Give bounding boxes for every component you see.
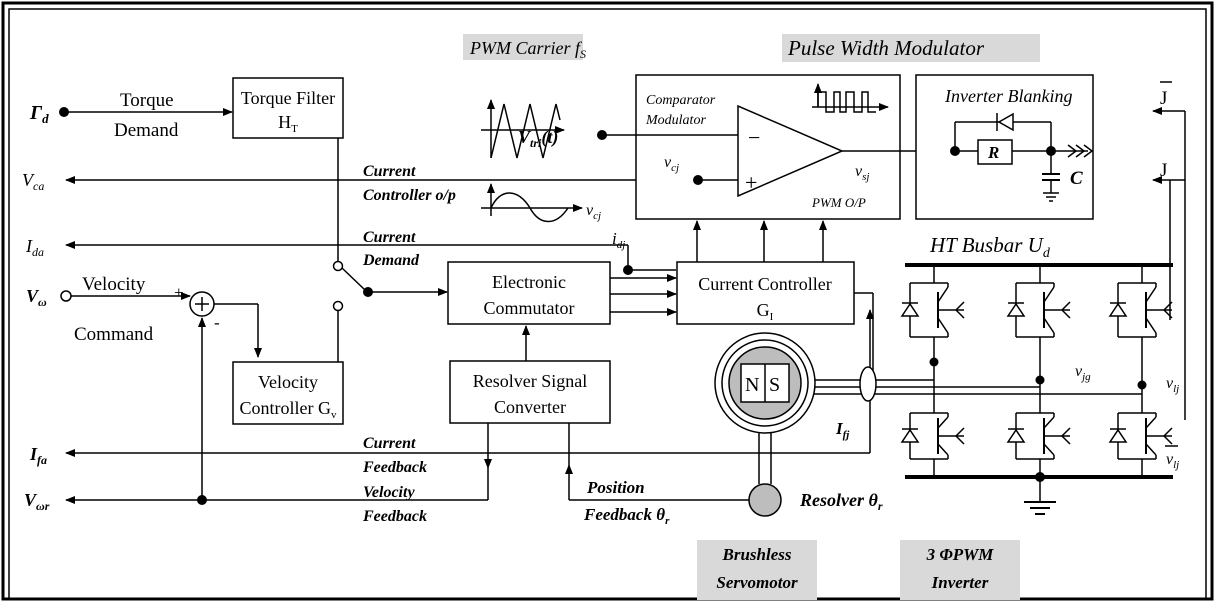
vsj-label: vsj bbox=[855, 163, 869, 183]
current-feedback-label-1: Current bbox=[363, 435, 416, 452]
ifj-label: Ifj bbox=[835, 419, 850, 441]
pwm-op-label: PWM O/P bbox=[811, 195, 866, 210]
resistor-label: R bbox=[987, 143, 999, 162]
pwm-carrier-caption-bg bbox=[463, 34, 583, 60]
velocity-controller-title: Velocity bbox=[258, 372, 318, 392]
velocity-command-label-2: Command bbox=[74, 324, 154, 345]
comparator-plus: + bbox=[745, 170, 757, 195]
torque-demand-label-2: Demand bbox=[114, 120, 179, 141]
brushless-caption-1: Brushless bbox=[722, 545, 792, 564]
torque-filter-title: Torque Filter bbox=[241, 88, 335, 108]
comparator-label-1: Comparator bbox=[646, 93, 716, 108]
inverter-bridge bbox=[900, 265, 1173, 477]
velocity-feedback-label-1: Velocity bbox=[363, 484, 415, 501]
current-demand-label-2: Demand bbox=[362, 252, 420, 269]
vca-label: Vca bbox=[22, 170, 44, 193]
vomegar-label: Vωr bbox=[24, 490, 50, 513]
capacitor-label: C bbox=[1070, 168, 1083, 189]
south-pole-label: S bbox=[769, 374, 780, 396]
vjg-label: vjg bbox=[1075, 363, 1091, 383]
resistor-symbol bbox=[977, 139, 1013, 165]
vlj-label: vlj bbox=[1166, 375, 1179, 395]
current-feedback-label-2: Feedback bbox=[362, 459, 427, 476]
pwm-caption-bg bbox=[782, 34, 1040, 62]
torque-filter-symbol: HT bbox=[278, 112, 298, 135]
resolver-converter-subtitle: Converter bbox=[494, 397, 566, 417]
igbt-switch bbox=[900, 395, 965, 477]
current-controller-block bbox=[676, 261, 855, 325]
resolver-converter-block bbox=[449, 360, 611, 424]
velocity-input-node bbox=[60, 290, 72, 302]
igbt-switch bbox=[900, 265, 965, 355]
resolver-icon bbox=[748, 483, 782, 517]
electronic-commutator-block bbox=[447, 261, 611, 325]
velocity-controller-symbol: Controller Gv bbox=[240, 398, 338, 421]
vcj-label: vcj bbox=[664, 154, 679, 174]
current-controller-symbol: GI bbox=[757, 300, 774, 323]
vomega-label: Vω bbox=[26, 286, 47, 309]
position-feedback-label-1: Position bbox=[586, 478, 645, 497]
inner-frame bbox=[8, 8, 1207, 600]
current-controller-op-label-1: Current bbox=[363, 163, 416, 180]
brushless-caption-2: Servomotor bbox=[716, 573, 798, 592]
vcj-sine-label: vcj bbox=[586, 202, 601, 222]
velocity-feedback-label-2: Feedback bbox=[362, 508, 427, 525]
idj-label: idj bbox=[612, 229, 625, 251]
pwm-carrier-caption: PWM Carrier fS bbox=[469, 38, 586, 61]
j-label: J bbox=[1160, 160, 1167, 181]
ht-busbar-label: HT Busbar Ud bbox=[929, 233, 1051, 261]
current-controller-op-label-2: Controller o/p bbox=[363, 187, 456, 204]
current-demand-label-1: Current bbox=[363, 229, 416, 246]
comparator-opamp bbox=[737, 104, 844, 198]
igbt-switch bbox=[1108, 395, 1173, 477]
inverter-blanking-label: Inverter Blanking bbox=[944, 86, 1072, 106]
velocity-controller-block bbox=[232, 361, 344, 425]
position-feedback-label-2: Feedback θr bbox=[583, 505, 670, 527]
igbt-switch bbox=[1006, 265, 1071, 355]
diode-symbol bbox=[997, 112, 1014, 132]
igbt-switch bbox=[1108, 265, 1173, 355]
electronic-commutator-title: Electronic bbox=[492, 272, 566, 292]
comparator-minus: − bbox=[748, 125, 760, 150]
inverter-caption-2: Inverter bbox=[931, 573, 989, 592]
current-sensor-icon bbox=[859, 366, 877, 402]
pwm-waveform-icon bbox=[817, 91, 876, 113]
pwm-caption: Pulse Width Modulator bbox=[787, 36, 985, 60]
ifa-label: Ifa bbox=[29, 444, 47, 467]
sum-minus-sign: - bbox=[214, 313, 220, 332]
sine-signal-icon bbox=[481, 183, 583, 223]
north-pole-label: N bbox=[745, 374, 759, 396]
triangle-carrier-icon bbox=[481, 99, 565, 159]
igbt-switch bbox=[1006, 395, 1071, 477]
inverter-caption-1: 3 ΦPWM bbox=[926, 545, 995, 564]
torque-filter-block bbox=[232, 77, 344, 139]
capacitor-symbol bbox=[1042, 151, 1060, 202]
inverter-caption-bg bbox=[900, 540, 1020, 600]
ida-label: Ida bbox=[25, 236, 44, 259]
vljbar-label: vlj bbox=[1166, 451, 1179, 471]
vtri-label: Vtri(t) bbox=[518, 127, 558, 150]
comparator-label-2: Modulator bbox=[645, 113, 706, 128]
current-controller-title: Current Controller bbox=[698, 274, 831, 294]
electronic-commutator-subtitle: Commutator bbox=[484, 298, 575, 318]
torque-demand-label-1: Torque bbox=[120, 90, 174, 111]
resolver-label: Resolver θr bbox=[799, 490, 883, 513]
jbar-label: J bbox=[1160, 88, 1167, 109]
resolver-converter-title: Resolver Signal bbox=[473, 371, 588, 391]
brushless-caption-bg bbox=[697, 540, 817, 600]
torque-input-label: Γd bbox=[29, 102, 49, 126]
sum-plus-sign: + bbox=[174, 283, 184, 302]
velocity-command-label-1: Velocity bbox=[82, 274, 146, 295]
